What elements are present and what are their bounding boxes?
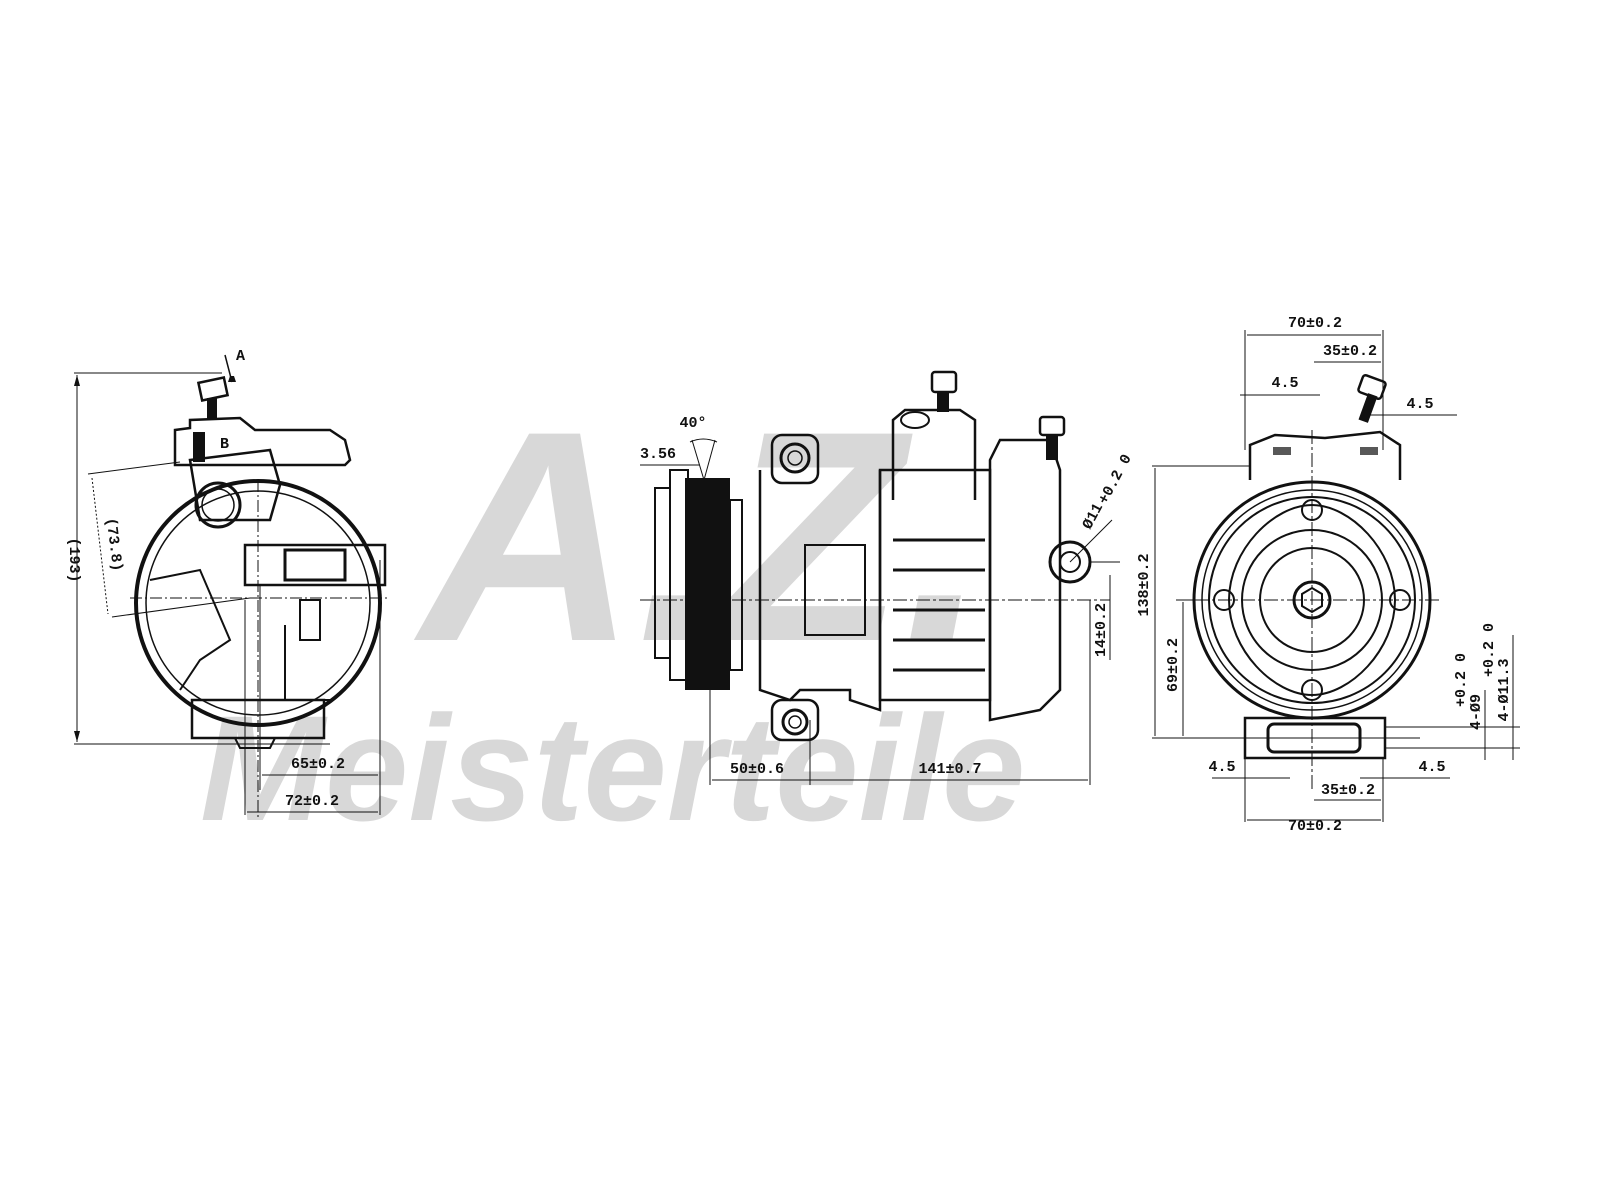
dim-body-length: 141±0.7	[918, 761, 981, 778]
dim-top-width: 70±0.2	[1288, 315, 1342, 332]
dim-groove-angle: 40°	[679, 415, 706, 432]
dim-top-half: 35±0.2	[1323, 343, 1377, 360]
watermark-brand-bottom: Meisterteile	[200, 684, 1025, 852]
dim-bottom-right-offset: 4.5	[1418, 759, 1445, 776]
pulley	[685, 478, 730, 690]
dim-bottom-half: 35±0.2	[1321, 782, 1375, 799]
dim-hole-small-tol: +0.2 0	[1453, 653, 1470, 707]
front-view: 40° 3.56 Ø11 +0.2 0 14±0.2 50±0.6 141±0.…	[640, 370, 1136, 785]
dim-angled: (73.8)	[102, 517, 125, 573]
dim-center-height: 69±0.2	[1165, 638, 1182, 692]
dim-port-diameter: Ø11	[1079, 501, 1107, 533]
label-b: B	[220, 436, 229, 453]
dim-height: 138±0.2	[1136, 553, 1153, 616]
dim-hole-large: 4-Ø11.3	[1496, 658, 1513, 721]
dim-bottom-width: 70±0.2	[1288, 818, 1342, 835]
dim-port-offset: 14±0.2	[1093, 603, 1110, 657]
dim-top-left-offset: 4.5	[1271, 375, 1298, 392]
dim-port-diameter-tol: +0.2 0	[1095, 452, 1135, 508]
label-a: A	[236, 348, 245, 365]
left-view: A B (193) (73.8) 65±0.2 72±0.2	[65, 348, 390, 820]
dim-bottom-left-offset: 4.5	[1208, 759, 1235, 776]
dim-groove-pitch: 3.56	[640, 446, 676, 463]
dim-hole-large-tol: +0.2 0	[1481, 623, 1498, 677]
dim-mount-outer: 72±0.2	[285, 793, 339, 810]
dim-top-right-offset: 4.5	[1406, 396, 1433, 413]
dim-pulley-offset: 50±0.6	[730, 761, 784, 778]
right-view: 70±0.2 35±0.2 4.5 4.5 138±0.2 69±0.2 4-Ø…	[1136, 315, 1520, 835]
dim-hole-small: 4-Ø9	[1468, 694, 1485, 730]
dim-mount-inner: 65±0.2	[291, 756, 345, 773]
dim-overall-height: (193)	[65, 537, 82, 582]
